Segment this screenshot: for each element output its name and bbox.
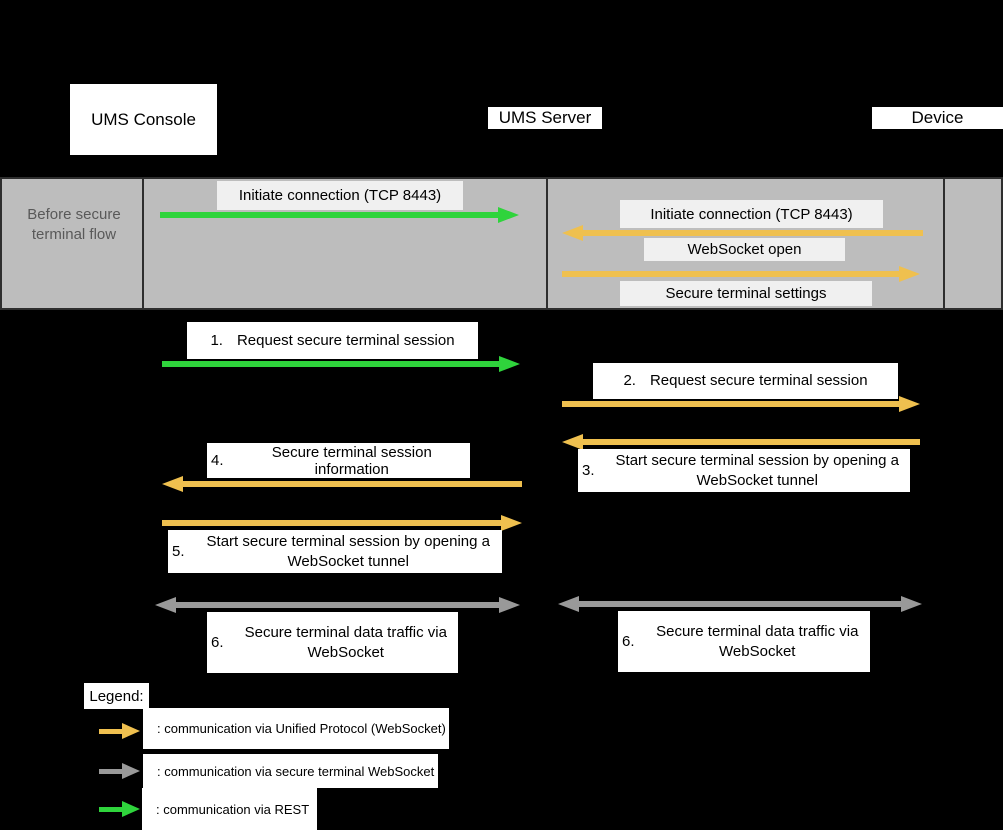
legend-item-text: : communication via Unified Protocol (We…: [157, 721, 446, 736]
legend-item-secure-terminal: : communication via secure terminal WebS…: [143, 754, 438, 788]
pre-flow-arrow-unified-right: [562, 265, 920, 283]
actor-ums-console-label: UMS Console: [91, 109, 196, 129]
actor-ums-server: UMS Server: [488, 107, 602, 129]
step-text: Secure terminal data traffic via WebSock…: [656, 622, 859, 660]
step-4-label: 4. Secure terminal session information: [207, 443, 470, 478]
band-divider-left: [142, 179, 144, 308]
arrow-shaft: [562, 271, 899, 277]
step-number: 5.: [172, 542, 185, 560]
pre-flow-message-text: Initiate connection (TCP 8443): [650, 205, 853, 223]
step-6-console-arrow-secure-both: [155, 596, 520, 614]
step-number: 2.: [623, 372, 636, 389]
pre-flow-arrow-rest-right: [160, 206, 519, 224]
arrow-shaft: [162, 361, 499, 367]
legend-title-text: Legend:: [89, 687, 144, 705]
pre-flow-message-text: Secure terminal settings: [665, 285, 827, 302]
band-divider-middle: [546, 179, 548, 308]
legend-title: Legend:: [84, 683, 149, 709]
step-5-label: 5. Start secure terminal session by open…: [168, 530, 502, 573]
arrow-shaft: [99, 806, 122, 812]
actor-ums-console: UMS Console: [70, 84, 217, 155]
arrow-head-right-icon: [901, 596, 922, 612]
step-6-console-label: 6. Secure terminal data traffic via WebS…: [207, 612, 458, 673]
band-divider-right: [943, 179, 945, 308]
arrow-head-right-icon: [499, 597, 520, 613]
step-6-device-label: 6. Secure terminal data traffic via WebS…: [618, 611, 870, 672]
step-text: Request secure terminal session: [649, 372, 868, 389]
step-3-arrow-unified-left: [562, 433, 920, 451]
legend-secure-terminal-arrow-icon: [99, 763, 140, 779]
arrow-head-left-icon: [558, 596, 579, 612]
legend-unified-arrow-icon: [99, 723, 140, 739]
pre-flow-message-text: Initiate connection (TCP 8443): [238, 187, 442, 204]
step-4-arrow-unified-left: [162, 475, 522, 493]
step-2-arrow-unified-right: [562, 395, 920, 413]
step-2-label: 2. Request secure terminal session: [593, 363, 898, 399]
legend-item-rest: : communication via REST: [142, 788, 317, 830]
step-1-arrow-rest-right: [162, 355, 520, 373]
arrow-head-left-icon: [162, 476, 183, 492]
arrow-head-right-icon: [122, 801, 140, 817]
step-text: Secure terminal session information: [271, 443, 432, 478]
step-number: 4.: [211, 452, 224, 469]
arrow-head-left-icon: [155, 597, 176, 613]
actor-ums-server-label: UMS Server: [498, 108, 592, 127]
arrow-head-right-icon: [122, 763, 140, 779]
arrow-head-right-icon: [499, 356, 520, 372]
arrow-head-right-icon: [498, 207, 519, 223]
pre-flow-band-label: Before secure terminal flow: [27, 206, 121, 243]
actor-device: Device: [872, 107, 1003, 129]
step-number: 3.: [582, 461, 595, 479]
pre-flow-message-initiate-connection-console: Initiate connection (TCP 8443): [217, 181, 463, 210]
arrow-shaft: [183, 481, 522, 487]
step-5-arrow-unified-right: [162, 514, 522, 532]
arrow-head-right-icon: [899, 396, 920, 412]
arrow-shaft: [99, 728, 122, 734]
arrow-shaft: [583, 230, 923, 236]
legend-item-unified: : communication via Unified Protocol (We…: [143, 708, 449, 749]
step-number: 1.: [210, 331, 223, 349]
step-text: Start secure terminal session by opening…: [615, 451, 899, 489]
arrow-head-right-icon: [501, 515, 522, 531]
arrow-head-left-icon: [562, 225, 583, 241]
arrow-shaft: [176, 602, 499, 608]
step-number: 6.: [211, 633, 224, 651]
legend-item-text: : communication via secure terminal WebS…: [157, 763, 435, 779]
legend-item-text: : communication via REST: [156, 801, 310, 817]
arrow-shaft: [160, 212, 498, 218]
pre-flow-message-websocket-open: WebSocket open: [644, 238, 845, 261]
arrow-shaft: [162, 520, 501, 526]
arrow-head-right-icon: [899, 266, 920, 282]
step-3-label: 3. Start secure terminal session by open…: [578, 449, 910, 492]
arrow-shaft: [579, 601, 901, 607]
legend-rest-arrow-icon: [99, 801, 140, 817]
pre-flow-message-text: WebSocket open: [687, 241, 802, 258]
step-6-device-arrow-secure-both: [558, 595, 922, 613]
arrow-head-right-icon: [122, 723, 140, 739]
arrow-shaft: [562, 401, 899, 407]
pre-flow-message-initiate-connection-device: Initiate connection (TCP 8443): [620, 200, 883, 228]
pre-flow-message-secure-terminal-settings: Secure terminal settings: [620, 281, 872, 306]
arrow-head-left-icon: [562, 434, 583, 450]
step-number: 6.: [622, 632, 635, 650]
step-text: Request secure terminal session: [236, 331, 455, 349]
pre-flow-arrow-unified-left: [562, 224, 923, 242]
actor-device-label: Device: [911, 108, 964, 127]
step-1-label: 1. Request secure terminal session: [187, 322, 478, 359]
arrow-shaft: [583, 439, 920, 445]
arrow-shaft: [99, 768, 122, 774]
step-text: Secure terminal data traffic via WebSock…: [244, 623, 447, 661]
step-text: Start secure terminal session by opening…: [206, 532, 490, 570]
